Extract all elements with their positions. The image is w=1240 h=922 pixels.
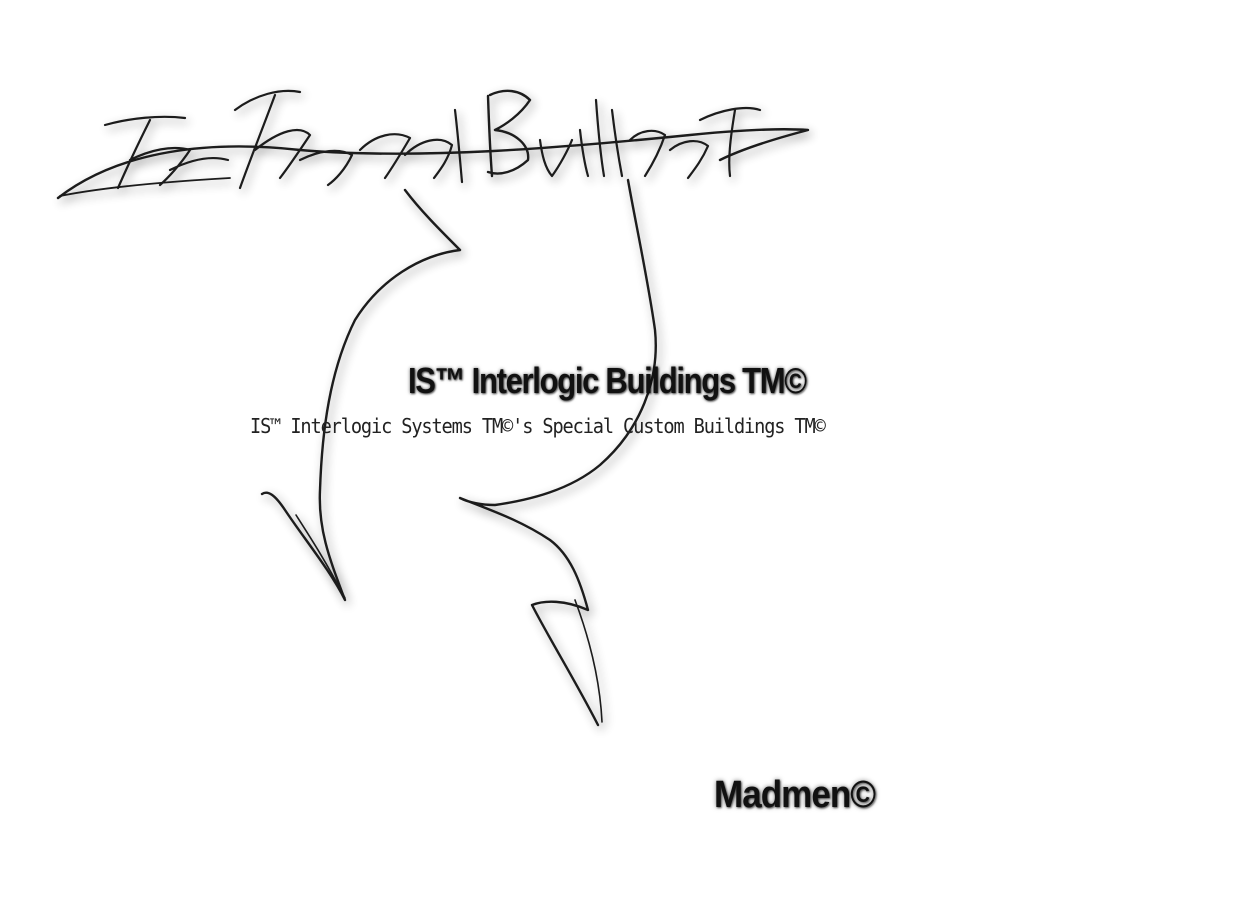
signature-scribble-1: [103, 115, 230, 190]
signature-sweep: [56, 128, 810, 200]
signature-scribble-5: [538, 98, 624, 178]
signature-scribble-4: [486, 89, 532, 178]
signature-left-tail: [260, 188, 462, 602]
page-title: IS™ Interlogic Buildings TM©: [408, 360, 807, 401]
signature-scribble-3: [358, 108, 464, 184]
signature-scribble-2: [233, 89, 354, 190]
brand-label: Madmen©: [714, 774, 876, 816]
signature-right-tail: [458, 178, 657, 727]
signature-scribble-6: [628, 106, 762, 180]
page-subtitle: IS™ Interlogic Systems TM©'s Special Cus…: [250, 414, 826, 438]
